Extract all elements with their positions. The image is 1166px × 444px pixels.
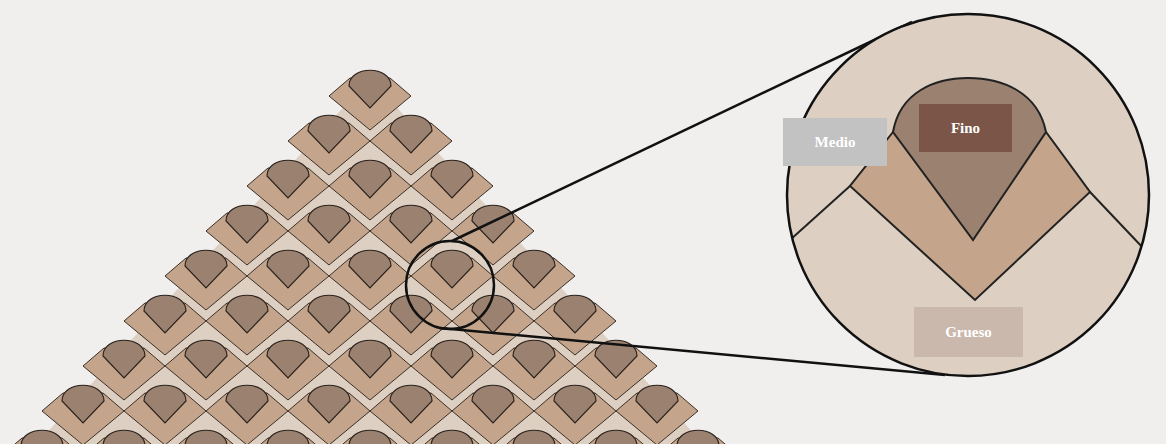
scale-unit <box>329 430 411 444</box>
scale-unit <box>657 430 739 444</box>
label-text: Medio <box>815 134 856 151</box>
scale-unit <box>83 430 165 444</box>
scale-unit <box>165 430 247 444</box>
scale-unit <box>1 430 83 444</box>
scale-unit <box>411 430 493 444</box>
scale-pyramid <box>0 70 780 444</box>
detail-circle-large <box>787 14 1149 376</box>
label-box: Fino <box>919 104 1012 152</box>
scale-unit <box>247 430 329 444</box>
label-box: Medio <box>783 118 887 166</box>
detail-circle-small <box>406 241 494 329</box>
pyramid-body <box>0 78 780 444</box>
scale-unit <box>575 430 657 444</box>
scale-unit <box>493 430 575 444</box>
label-text: Grueso <box>945 324 992 341</box>
magnified-scale <box>780 0 1160 444</box>
label-box: Grueso <box>914 307 1023 357</box>
label-text: Fino <box>951 120 980 137</box>
